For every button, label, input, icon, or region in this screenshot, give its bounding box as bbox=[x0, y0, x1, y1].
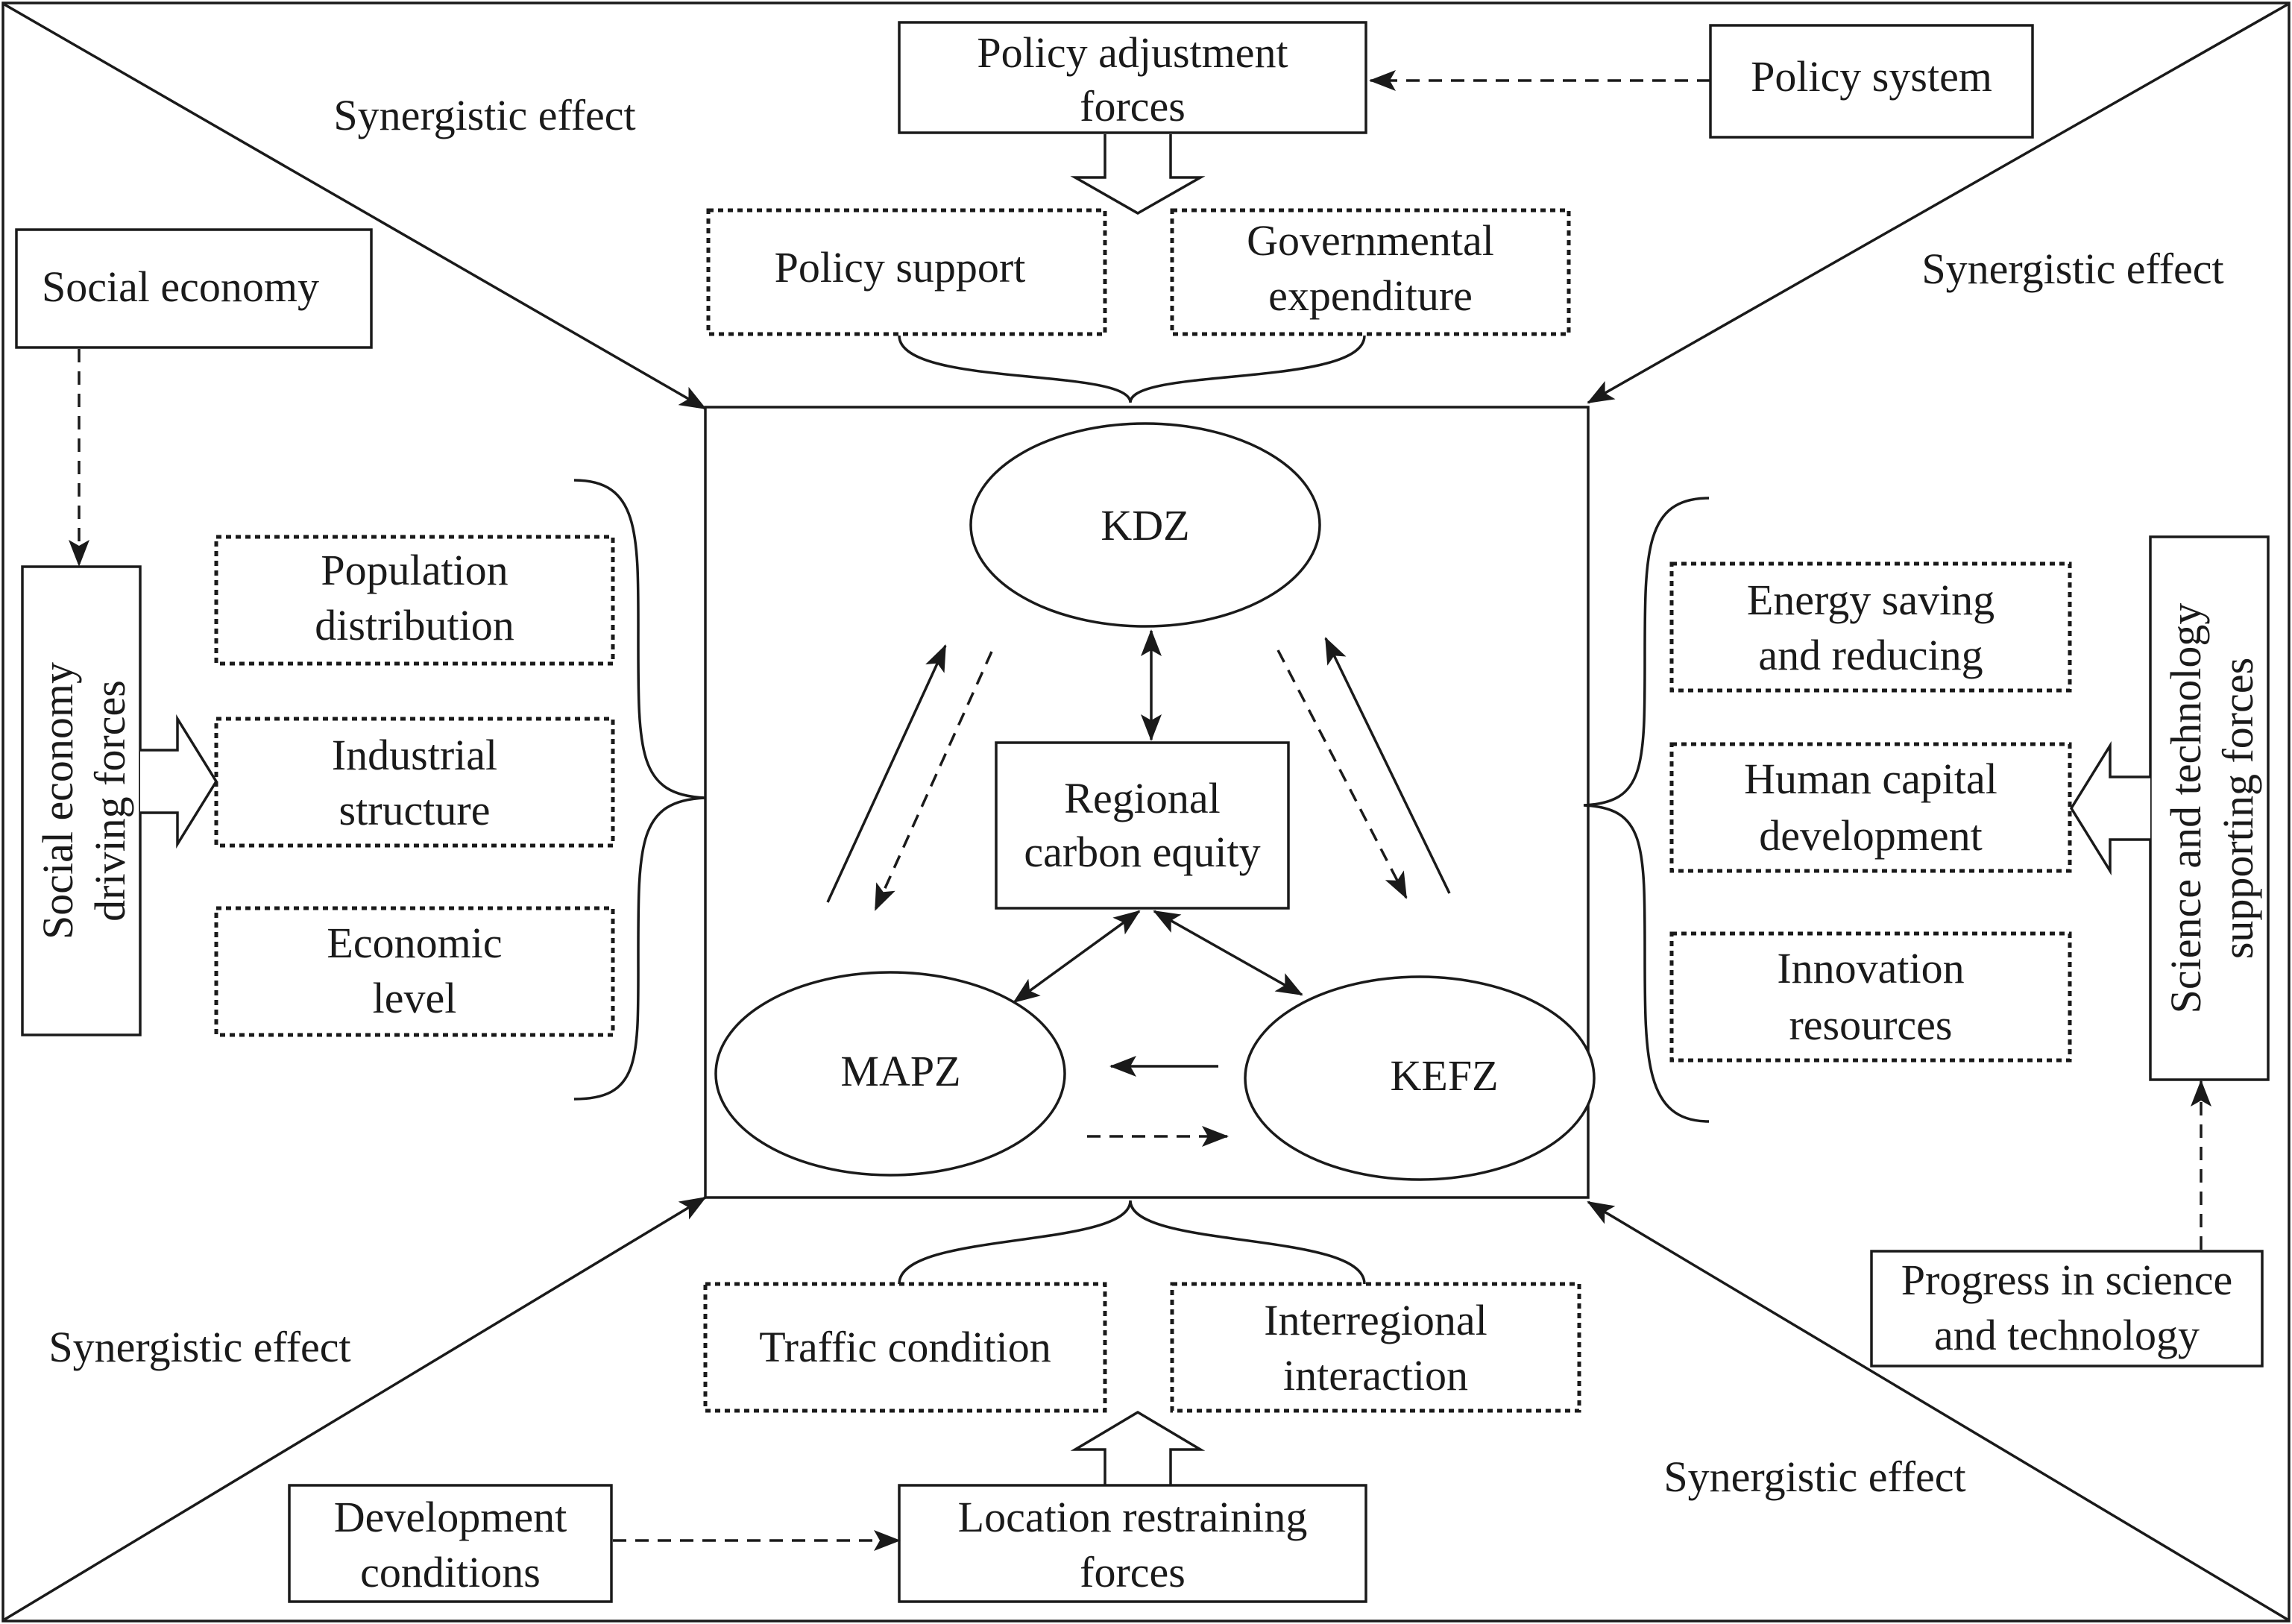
policy-system-label: Policy system bbox=[1751, 52, 1992, 101]
hollow-arrow-down-policy bbox=[1070, 134, 1206, 215]
interregional-interaction-box bbox=[1170, 1282, 1581, 1413]
supporting-forces-line2: supporting forces bbox=[2214, 658, 2262, 959]
solid-arrow-kefz-kdz bbox=[1324, 637, 1451, 894]
human-capital-line1: Human capital bbox=[1744, 755, 1997, 803]
economic-level-box bbox=[214, 906, 615, 1037]
governmental-expenditure-box bbox=[1170, 208, 1571, 336]
supporting-forces-line1: Science and technology bbox=[2162, 603, 2210, 1014]
social-economy-label: Social economy bbox=[42, 262, 319, 311]
driving-forces-box bbox=[21, 565, 142, 1036]
hollow-arrow-up-location bbox=[1070, 1410, 1206, 1485]
regional-carbon-equity-box bbox=[995, 741, 1290, 910]
synergistic-label-top-left: Synergistic effect bbox=[333, 91, 635, 139]
synergistic-label-top-right: Synergistic effect bbox=[1921, 245, 2223, 293]
location-restraining-line1: Location restraining bbox=[958, 1493, 1308, 1541]
policy-system-box bbox=[1709, 24, 2034, 139]
hollow-arrow-left-science bbox=[2069, 740, 2150, 876]
diagonal-arrow-top-left bbox=[4, 3, 707, 410]
social-economy-box bbox=[15, 228, 373, 349]
policy-adjustment-line1: Policy adjustment bbox=[977, 28, 1288, 77]
progress-line1: Progress in science bbox=[1901, 1256, 2233, 1304]
policy-adjustment-line2: forces bbox=[1080, 82, 1186, 130]
economic-level-line2: level bbox=[373, 974, 457, 1022]
governmental-expenditure-line2: expenditure bbox=[1268, 271, 1473, 320]
human-capital-line2: development bbox=[1759, 811, 1983, 860]
population-distribution-line1: Population bbox=[321, 546, 508, 594]
human-capital-box bbox=[1669, 742, 2072, 873]
mapz-label: MAPZ bbox=[840, 1047, 960, 1095]
kefz-label: KEFZ bbox=[1391, 1051, 1499, 1100]
left-brace bbox=[573, 479, 706, 1101]
location-restraining-box bbox=[898, 1484, 1367, 1603]
energy-saving-line1: Energy saving bbox=[1747, 576, 1995, 624]
energy-saving-box bbox=[1669, 561, 2072, 693]
development-conditions-line1: Development bbox=[334, 1493, 567, 1541]
driving-forces-line1: Social economy bbox=[34, 662, 82, 940]
dashed-arrow-kdz-kefz bbox=[1276, 649, 1408, 899]
policy-adjustment-box bbox=[898, 21, 1367, 134]
development-conditions-line2: conditions bbox=[360, 1548, 541, 1596]
kefz-ellipse bbox=[1244, 975, 1596, 1181]
governmental-expenditure-line1: Governmental bbox=[1247, 216, 1494, 265]
kdz-ellipse bbox=[969, 422, 1321, 628]
interregional-interaction-line2: interaction bbox=[1283, 1351, 1468, 1400]
regional-carbon-equity-line1: Regional bbox=[1064, 774, 1220, 822]
synergistic-label-bottom-right: Synergistic effect bbox=[1663, 1453, 1965, 1501]
diagonal-arrow-top-right bbox=[1587, 3, 2288, 404]
traffic-condition-box bbox=[703, 1282, 1107, 1413]
location-restraining-line2: forces bbox=[1080, 1548, 1186, 1596]
synergistic-label-bottom-left: Synergistic effect bbox=[48, 1323, 350, 1371]
traffic-condition-label: Traffic condition bbox=[759, 1323, 1051, 1371]
kdz-label: KDZ bbox=[1101, 501, 1189, 550]
industrial-structure-line2: structure bbox=[339, 786, 491, 834]
population-distribution-box bbox=[214, 535, 615, 666]
progress-box bbox=[1870, 1250, 2264, 1368]
innovation-resources-box bbox=[1669, 931, 2072, 1063]
diagonal-arrow-bottom-left bbox=[4, 1196, 707, 1621]
energy-saving-line2: and reducing bbox=[1758, 631, 1983, 679]
right-brace bbox=[1583, 497, 1710, 1123]
population-distribution-line2: distribution bbox=[315, 601, 514, 649]
solid-arrow-mapz-kdz bbox=[826, 644, 947, 903]
industrial-structure-box bbox=[214, 717, 615, 848]
hollow-arrow-right-social bbox=[140, 714, 218, 849]
policy-support-box bbox=[706, 208, 1107, 336]
diagonal-arrow-bottom-right bbox=[1587, 1200, 2288, 1621]
interregional-interaction-line1: Interregional bbox=[1264, 1296, 1487, 1344]
progress-line2: and technology bbox=[1934, 1311, 2200, 1359]
double-arrow-rce-mapz bbox=[1013, 910, 1141, 1004]
dashed-arrow-kdz-mapz bbox=[874, 651, 993, 911]
industrial-structure-line1: Industrial bbox=[332, 731, 497, 779]
policy-support-label: Policy support bbox=[775, 243, 1026, 292]
regional-carbon-equity-line2: carbon equity bbox=[1024, 828, 1260, 876]
innovation-resources-line2: resources bbox=[1789, 1001, 1952, 1049]
economic-level-line1: Economic bbox=[327, 919, 502, 967]
innovation-resources-line1: Innovation bbox=[1777, 944, 1964, 992]
double-arrow-rce-kefz bbox=[1153, 910, 1303, 996]
bottom-brace bbox=[898, 1200, 1366, 1285]
driving-forces-line2: driving forces bbox=[86, 680, 134, 922]
mapz-ellipse bbox=[714, 971, 1066, 1177]
top-brace bbox=[898, 335, 1366, 403]
development-conditions-box bbox=[288, 1484, 613, 1603]
